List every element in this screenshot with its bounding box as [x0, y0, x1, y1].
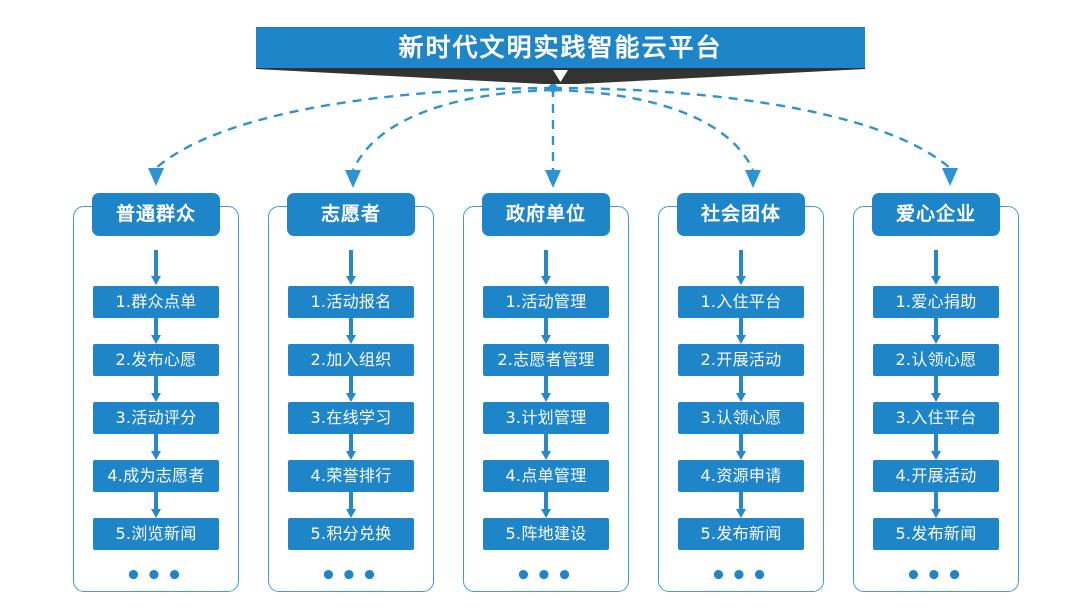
- list-item[interactable]: 4.点单管理: [483, 460, 609, 492]
- column-body-charity-enterprise: 1.爱心捐助 2.认领心愿 3.入住平台 4.开展活动 5.发布新闻 •••: [854, 250, 1018, 593]
- page-title: 新时代文明实践智能云平台: [398, 33, 723, 62]
- list-item[interactable]: 2.认领心愿: [873, 344, 999, 376]
- down-arrow-icon: [539, 250, 553, 286]
- list-item[interactable]: 1.入住平台: [678, 286, 804, 318]
- down-arrow-icon: [929, 376, 943, 402]
- list-item[interactable]: 4.资源申请: [678, 460, 804, 492]
- more-items-ellipsis: •••: [125, 561, 187, 591]
- list-item[interactable]: 3.计划管理: [483, 402, 609, 434]
- list-item[interactable]: 5.发布新闻: [678, 518, 804, 550]
- down-arrow-icon: [734, 434, 748, 460]
- list-item[interactable]: 1.活动管理: [483, 286, 609, 318]
- role-column-government[interactable]: 政府单位 1.活动管理 2.志愿者管理 3.计划管理 4.点单管理 5.阵地建设…: [463, 193, 629, 593]
- role-column-volunteer[interactable]: 志愿者 1.活动报名 2.加入组织 3.在线学习 4.荣誉排行 5.积分兑换 •…: [268, 193, 434, 593]
- column-header-volunteer[interactable]: 志愿者: [287, 193, 415, 236]
- connector-arrowhead-1: [148, 168, 164, 186]
- connector-line-2: [351, 88, 554, 171]
- down-arrow-icon: [344, 250, 358, 286]
- down-arrow-icon: [344, 492, 358, 518]
- list-item[interactable]: 4.成为志愿者: [93, 460, 219, 492]
- down-arrow-icon: [734, 376, 748, 402]
- column-body-volunteer: 1.活动报名 2.加入组织 3.在线学习 4.荣誉排行 5.积分兑换 •••: [269, 250, 433, 593]
- column-header-public[interactable]: 普通群众: [92, 193, 220, 236]
- list-item[interactable]: 2.开展活动: [678, 344, 804, 376]
- more-items-ellipsis: •••: [320, 561, 382, 591]
- down-arrow-icon: [344, 318, 358, 344]
- down-arrow-icon: [149, 250, 163, 286]
- list-item[interactable]: 5.积分兑换: [288, 518, 414, 550]
- list-item[interactable]: 4.开展活动: [873, 460, 999, 492]
- connector-hub-node: [548, 83, 558, 93]
- column-header-social-group[interactable]: 社会团体: [677, 193, 805, 236]
- connector-line-4: [552, 88, 755, 171]
- down-arrow-icon: [539, 376, 553, 402]
- down-arrow-icon: [929, 434, 943, 460]
- list-item[interactable]: 3.活动评分: [93, 402, 219, 434]
- column-body-public: 1.群众点单 2.发布心愿 3.活动评分 4.成为志愿者 5.浏览新闻 •••: [74, 250, 238, 593]
- down-arrow-icon: [149, 318, 163, 344]
- list-item[interactable]: 1.爱心捐助: [873, 286, 999, 318]
- down-arrow-icon: [929, 250, 943, 286]
- list-item[interactable]: 2.志愿者管理: [483, 344, 609, 376]
- column-header-charity-enterprise[interactable]: 爱心企业: [872, 193, 1000, 236]
- more-items-ellipsis: •••: [515, 561, 577, 591]
- connector-arrowhead-4: [745, 170, 761, 188]
- down-arrow-icon: [734, 318, 748, 344]
- role-column-charity-enterprise[interactable]: 爱心企业 1.爱心捐助 2.认领心愿 3.入住平台 4.开展活动 5.发布新闻 …: [853, 193, 1019, 593]
- down-arrow-icon: [344, 376, 358, 402]
- down-arrow-icon: [929, 318, 943, 344]
- more-items-ellipsis: •••: [905, 561, 967, 591]
- down-arrow-icon: [734, 492, 748, 518]
- down-arrow-icon: [149, 434, 163, 460]
- list-item[interactable]: 1.活动报名: [288, 286, 414, 318]
- list-item[interactable]: 5.发布新闻: [873, 518, 999, 550]
- more-items-ellipsis: •••: [710, 561, 772, 591]
- list-item[interactable]: 3.在线学习: [288, 402, 414, 434]
- title-banner-shadow: [256, 66, 865, 88]
- list-item[interactable]: 1.群众点单: [93, 286, 219, 318]
- list-item[interactable]: 3.入住平台: [873, 402, 999, 434]
- connector-arrowhead-3: [545, 170, 561, 188]
- list-item[interactable]: 5.浏览新闻: [93, 518, 219, 550]
- list-item[interactable]: 2.发布心愿: [93, 344, 219, 376]
- down-arrow-icon: [929, 492, 943, 518]
- connector-arrowhead-2: [345, 170, 361, 188]
- connector-arrowhead-5: [942, 168, 958, 186]
- down-arrow-icon: [539, 318, 553, 344]
- down-arrow-icon: [734, 250, 748, 286]
- list-item[interactable]: 5.阵地建设: [483, 518, 609, 550]
- down-arrow-icon: [539, 492, 553, 518]
- down-arrow-icon: [149, 376, 163, 402]
- platform-title-banner: 新时代文明实践智能云平台: [256, 27, 865, 68]
- connector-line-1: [155, 86, 554, 169]
- down-arrow-icon: [539, 434, 553, 460]
- down-arrow-icon: [149, 492, 163, 518]
- down-arrow-icon: [344, 434, 358, 460]
- role-column-public[interactable]: 普通群众 1.群众点单 2.发布心愿 3.活动评分 4.成为志愿者 5.浏览新闻…: [73, 193, 239, 593]
- column-body-government: 1.活动管理 2.志愿者管理 3.计划管理 4.点单管理 5.阵地建设 •••: [464, 250, 628, 593]
- list-item[interactable]: 4.荣誉排行: [288, 460, 414, 492]
- connector-line-5: [552, 86, 951, 169]
- column-body-social-group: 1.入住平台 2.开展活动 3.认领心愿 4.资源申请 5.发布新闻 •••: [659, 250, 823, 593]
- list-item[interactable]: 3.认领心愿: [678, 402, 804, 434]
- column-header-government[interactable]: 政府单位: [482, 193, 610, 236]
- list-item[interactable]: 2.加入组织: [288, 344, 414, 376]
- role-column-social-group[interactable]: 社会团体 1.入住平台 2.开展活动 3.认领心愿 4.资源申请 5.发布新闻 …: [658, 193, 824, 593]
